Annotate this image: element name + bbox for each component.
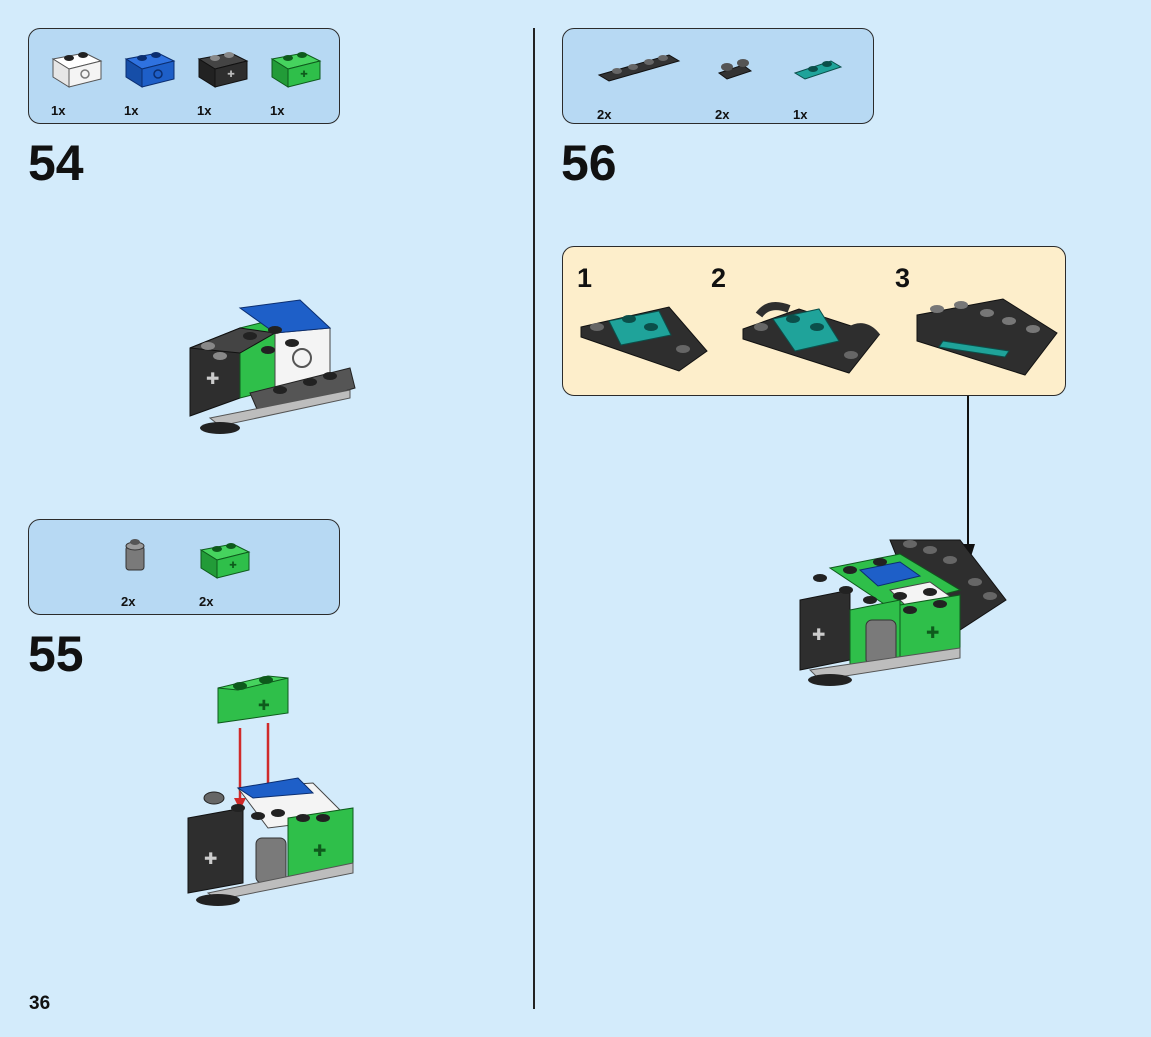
green-brick-icon: ✚ <box>270 52 322 88</box>
sub-step-2-illustration <box>742 302 881 374</box>
page-number: 36 <box>29 993 51 1014</box>
part-dark-gray-round-brick: 2x <box>121 534 181 609</box>
part-qty: 1x <box>197 103 212 118</box>
svg-text:✚: ✚ <box>300 69 308 79</box>
blue-brick-icon <box>124 52 176 88</box>
black-brick-icon: ✚ <box>197 52 249 88</box>
sub-step-number-3: 3 <box>895 263 911 293</box>
svg-text:✚: ✚ <box>926 625 939 642</box>
part-blue-technic-brick: 1x <box>124 43 184 118</box>
svg-text:✚: ✚ <box>812 627 825 644</box>
part-green-technic-brick: ✚ 1x <box>270 43 330 118</box>
step-55-model-illustration: ✚ ✚ ✚ <box>187 675 354 906</box>
part-black-clip-plate: 2x <box>715 47 775 122</box>
step-number-54: 54 <box>28 135 84 191</box>
svg-text:✚: ✚ <box>227 69 235 79</box>
green-brick-icon: ✚ <box>199 543 251 579</box>
sub-step-3-illustration <box>916 298 1058 376</box>
teal-plate-icon <box>793 60 843 80</box>
sub-step-1-illustration <box>580 306 708 372</box>
svg-text:✚: ✚ <box>258 697 270 713</box>
part-qty: 1x <box>124 103 139 118</box>
black-plate-icon <box>597 54 681 82</box>
clip-plate-icon <box>717 59 753 80</box>
svg-text:✚: ✚ <box>204 851 217 868</box>
part-qty: 2x <box>199 594 214 609</box>
step-54-model-illustration: ✚ <box>189 299 356 434</box>
parts-list-step-55: 2x ✚ 2x <box>28 519 340 615</box>
step-56-model-illustration: ✚ ✚ <box>799 539 1007 686</box>
step-number-55: 55 <box>28 626 84 682</box>
part-qty: 1x <box>270 103 285 118</box>
parts-list-step-56: 2x 2x 1x <box>562 28 874 124</box>
column-divider <box>533 28 535 1009</box>
part-qty: 2x <box>715 107 730 122</box>
part-teal-plate-1x2: 1x <box>793 47 853 122</box>
svg-text:✚: ✚ <box>206 371 219 388</box>
part-qty: 2x <box>597 107 612 122</box>
part-black-technic-brick: ✚ 1x <box>197 43 257 118</box>
part-white-technic-brick: 1x <box>51 43 111 118</box>
svg-text:✚: ✚ <box>229 560 237 570</box>
sub-assembly-callout: 1 2 3 <box>562 246 1066 396</box>
parts-list-step-54: 1x 1x ✚ 1x ✚ 1x <box>28 28 340 124</box>
part-black-plate-1x4: 2x <box>597 47 681 122</box>
white-brick-icon <box>51 52 103 88</box>
sub-step-number-2: 2 <box>711 263 727 293</box>
part-qty: 1x <box>51 103 66 118</box>
svg-text:✚: ✚ <box>313 843 326 860</box>
round-brick-icon <box>125 539 145 571</box>
part-green-technic-brick: ✚ 2x <box>199 534 259 609</box>
sub-step-number-1: 1 <box>577 263 593 293</box>
part-qty: 1x <box>793 107 808 122</box>
step-number-56: 56 <box>561 135 617 191</box>
part-qty: 2x <box>121 594 136 609</box>
